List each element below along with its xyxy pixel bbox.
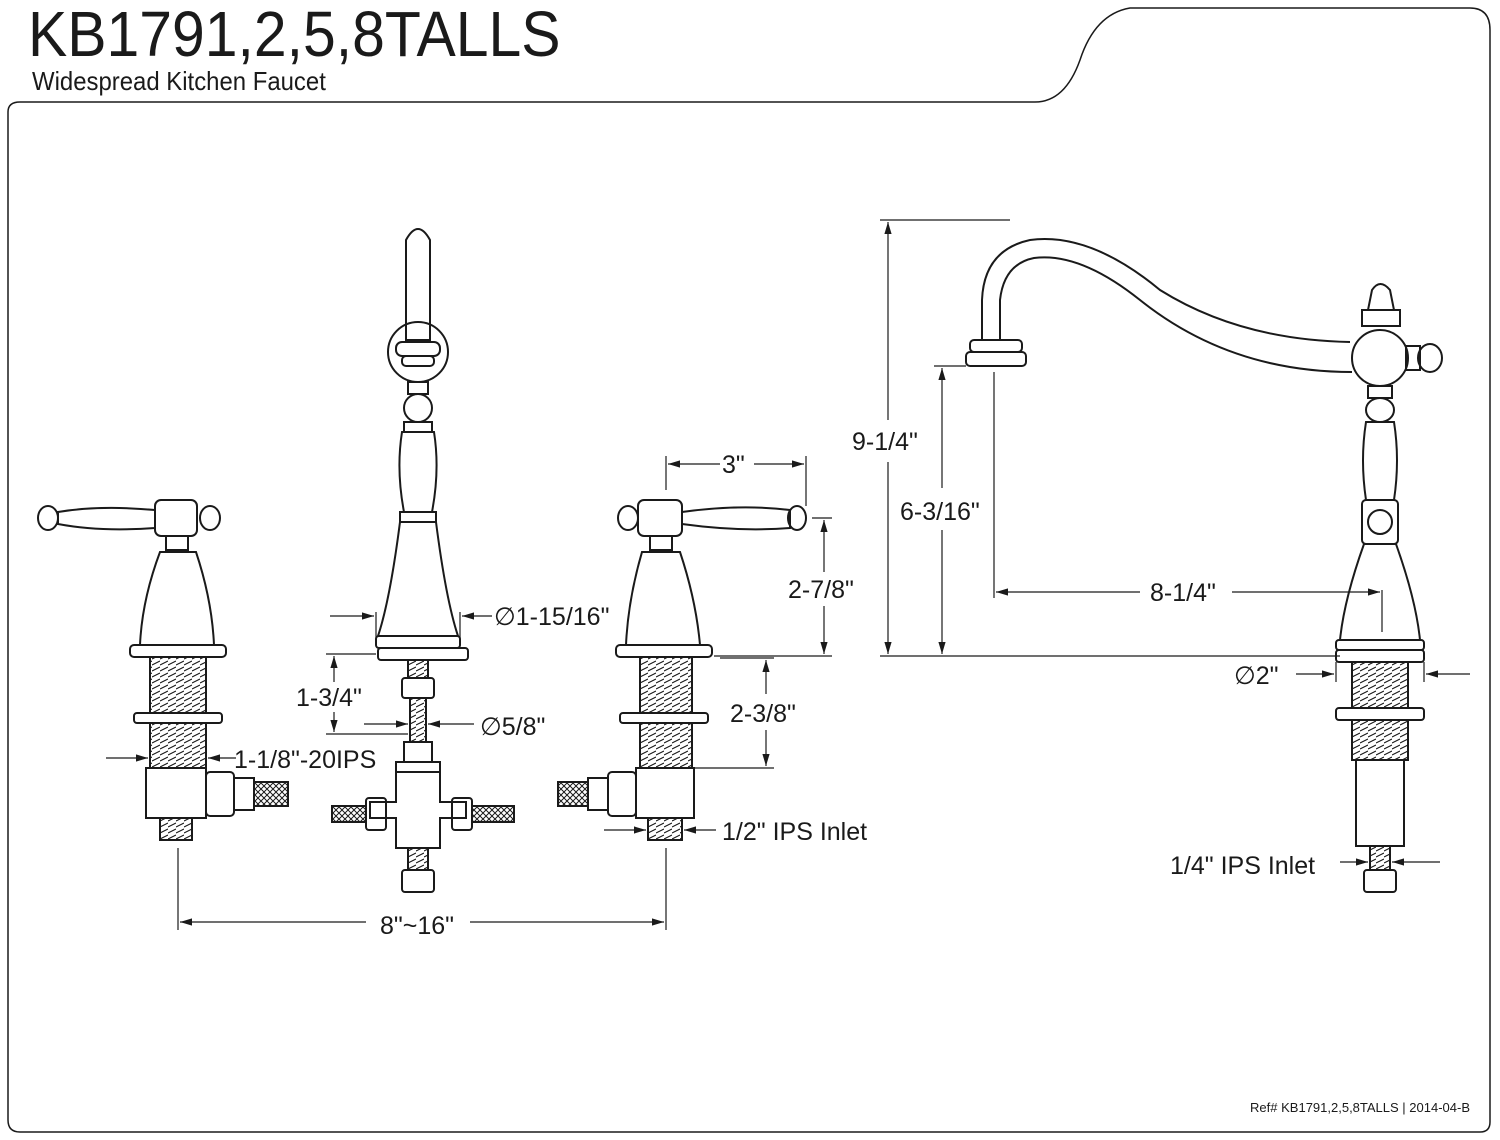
dim-spout-clearance: 6-3/16" [900,498,980,526]
dim-handle-width: 3" [722,451,745,479]
center-spout-front [331,228,515,893]
side-view-spout [965,238,1443,893]
dim-spout-reach: 8-1/4" [1150,579,1216,607]
page-subtitle: Widespread Kitchen Faucet [32,66,326,96]
sheet-border [7,7,1491,1133]
dim-inlet-handle: 1/2" IPS Inlet [722,818,867,846]
reference-number: Ref# KB1791,2,5,8TALLS | 2014-04-B [1250,1100,1470,1115]
page-title: KB1791,2,5,8TALLS [28,0,561,70]
dim-overall-height: 9-1/4" [852,428,918,456]
left-handle-assembly [37,499,289,841]
dim-shank-length-handle: 2-3/8" [730,700,796,728]
dim-stem-diameter: ∅5/8" [480,713,545,741]
dim-spout-base-diameter: ∅1-15/16" [494,603,609,631]
dim-shank-thread: 1-1/8"-20IPS [234,746,376,774]
dim-handle-height: 2-7/8" [788,576,854,604]
dim-side-base-diameter: ∅2" [1234,662,1279,690]
dim-shank-length-spout: 1-3/4" [296,684,362,712]
dim-spread: 8"~16" [380,912,454,940]
right-handle-assembly [557,499,807,841]
dim-inlet-spout: 1/4" IPS Inlet [1170,852,1315,880]
